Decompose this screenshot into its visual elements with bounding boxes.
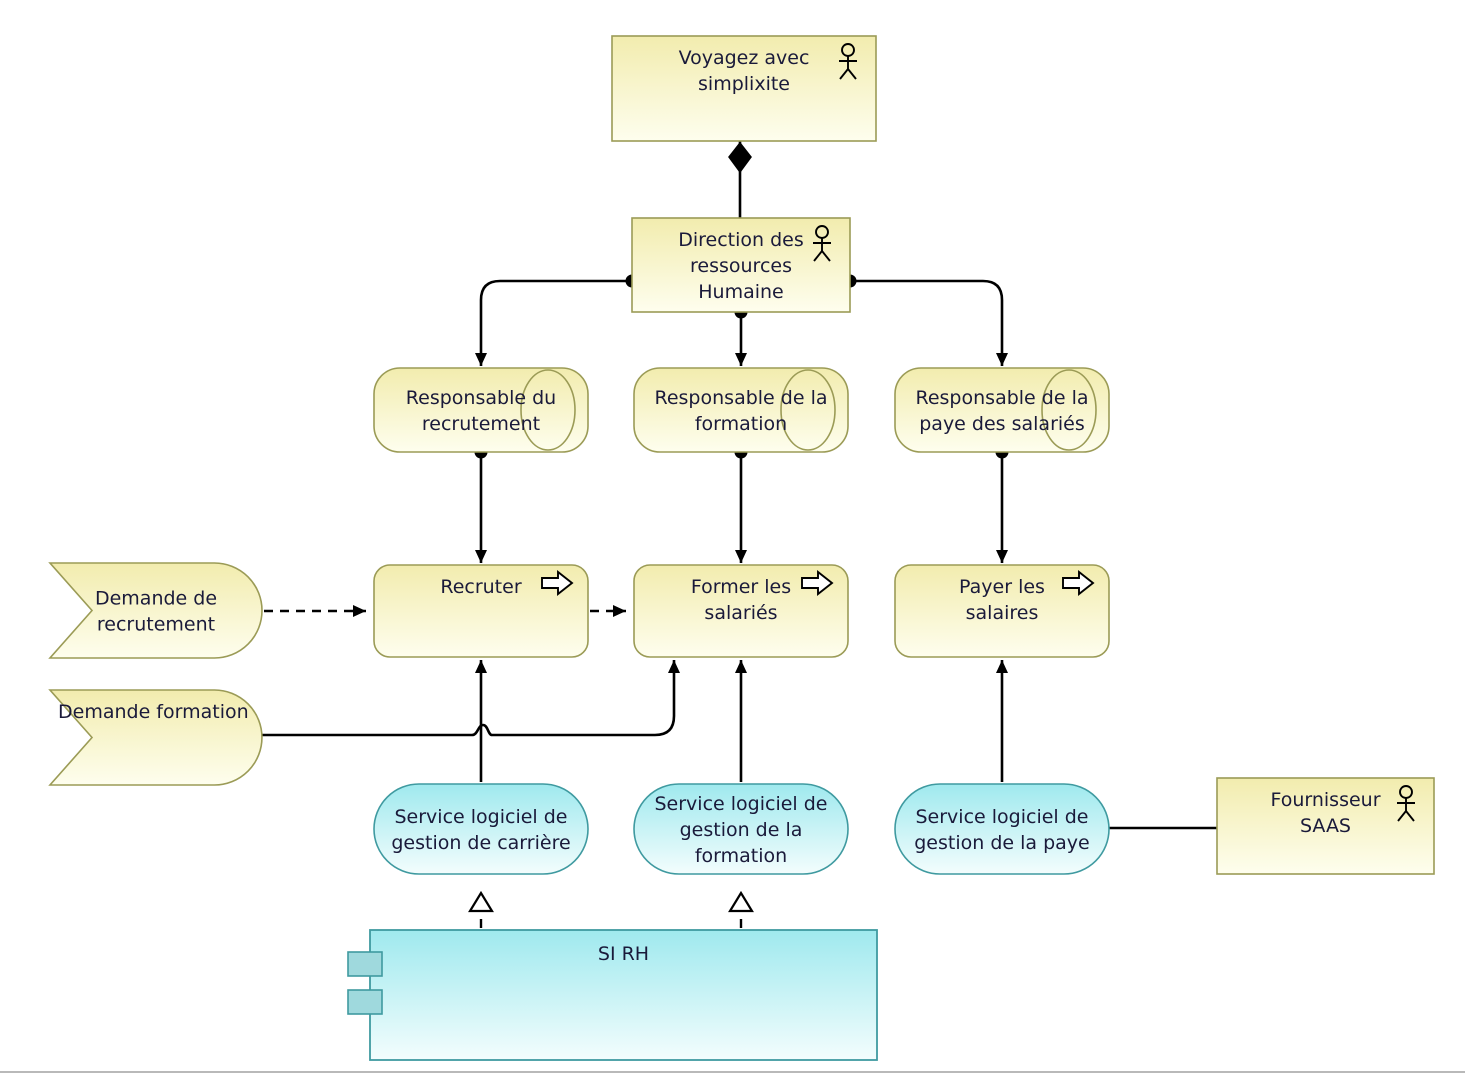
edge-path — [479, 279, 632, 366]
realization-triangle-icon — [728, 890, 754, 913]
actor-box — [611, 35, 877, 142]
composition-diamond-icon — [728, 141, 752, 174]
arrowhead-icon — [475, 660, 487, 673]
process-arrow-icon — [801, 570, 834, 596]
node-demande-formation[interactable]: Demande formation — [48, 689, 263, 786]
actor-stickman-icon — [1397, 785, 1415, 822]
edge-e-recrutement-recruter[interactable] — [474, 445, 488, 564]
node-label: SI RH — [598, 943, 649, 965]
arrowhead-icon — [613, 605, 626, 617]
actor-stickman-icon — [839, 43, 857, 80]
edge-e-svc-formation-former[interactable] — [735, 660, 747, 782]
role-cylinder-icon — [1041, 369, 1097, 451]
event-shape — [48, 689, 263, 786]
node-label: Demande formation — [58, 701, 249, 723]
process-arrow-icon — [541, 570, 574, 596]
arrowhead-icon — [996, 550, 1008, 563]
node-recruter[interactable]: Recruter — [373, 564, 589, 658]
edge-e-drh-formation[interactable] — [734, 305, 748, 367]
arrowhead-icon — [996, 353, 1008, 366]
arrowhead-icon — [735, 660, 747, 673]
node-label: Recruter — [440, 576, 521, 598]
edge-path — [262, 660, 676, 737]
role-box — [373, 367, 589, 453]
edge-e-formation-former[interactable] — [734, 445, 748, 564]
node-si-rh[interactable]: SI RH — [347, 929, 878, 1061]
edge-e-demande-formation-former[interactable] — [262, 660, 680, 737]
event-shape — [48, 562, 263, 659]
service-shape — [633, 783, 849, 875]
arrowhead-icon — [353, 605, 366, 617]
edge-e-sirh-svc-carriere[interactable] — [468, 890, 494, 928]
edge-e-svc-carriere-recruter[interactable] — [475, 660, 487, 782]
arrowhead-icon — [996, 660, 1008, 673]
arrowhead-icon — [475, 353, 487, 366]
component-tab-lower-icon — [347, 989, 383, 1015]
realization-triangle-icon — [468, 890, 494, 913]
process-arrow-icon — [1062, 570, 1095, 596]
role-box — [633, 367, 849, 453]
role-cylinder-icon — [520, 369, 576, 451]
service-shape — [373, 783, 589, 875]
process-box — [373, 564, 589, 658]
role-cylinder-icon — [780, 369, 836, 451]
process-box — [633, 564, 849, 658]
actor-box — [631, 217, 851, 313]
edge-e-demande-recrutement-recruter[interactable] — [264, 605, 366, 617]
actor-stickman-icon — [813, 225, 831, 262]
process-box — [894, 564, 1110, 658]
service-shape — [894, 783, 1110, 875]
edge-e-drh-recrutement[interactable] — [475, 274, 639, 367]
edge-path — [850, 279, 1004, 366]
edge-e-paye-payer[interactable] — [995, 445, 1009, 564]
arrowhead-icon — [668, 660, 680, 673]
edge-e-drh-paye[interactable] — [843, 274, 1009, 367]
edge-e-sirh-svc-formation[interactable] — [728, 890, 754, 928]
arrowhead-icon — [475, 550, 487, 563]
arrowhead-icon — [735, 353, 747, 366]
edge-e-voyagez-drh[interactable] — [728, 141, 752, 218]
arrowhead-icon — [735, 550, 747, 563]
edge-e-svc-paye-payer[interactable] — [996, 660, 1008, 782]
component-tab-upper-icon — [347, 951, 383, 977]
role-box — [894, 367, 1110, 453]
component-box — [369, 929, 878, 1061]
edge-e-recruter-former[interactable] — [590, 605, 626, 617]
actor-box — [1216, 777, 1435, 875]
